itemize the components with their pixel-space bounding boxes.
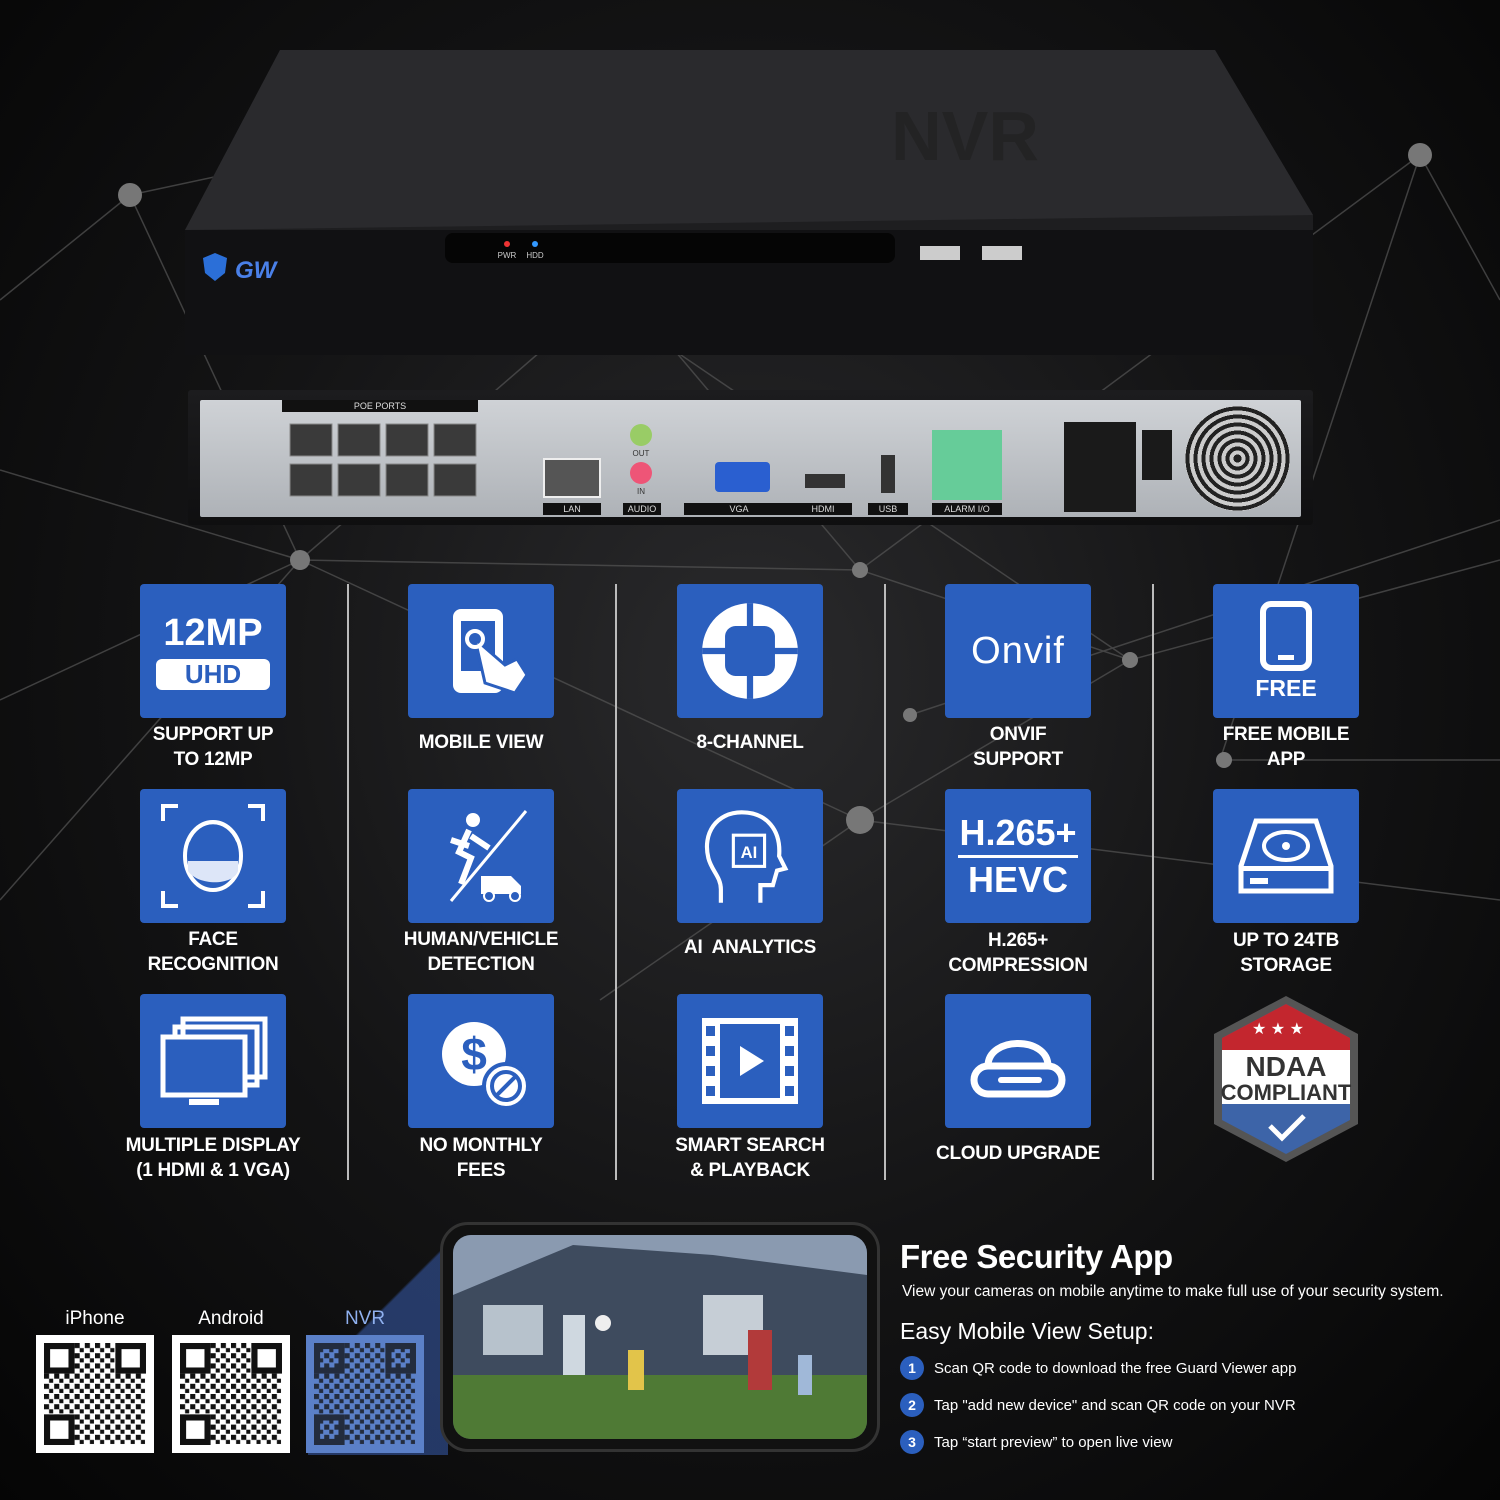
- svg-text:★ ★ ★: ★ ★ ★: [1252, 1021, 1304, 1038]
- hdd-label: HDD: [526, 251, 544, 260]
- alarm-io-label: ALARM I/O: [932, 503, 1002, 515]
- poe-ports-label: POE PORTS: [282, 400, 478, 412]
- qr-label-iphone: iPhone: [65, 1308, 125, 1329]
- svg-text:GW: GW: [235, 257, 279, 284]
- column-divider: [347, 584, 349, 1180]
- feature-tile-multiple-display: [140, 994, 286, 1128]
- qr-code-iphone: [36, 1335, 154, 1453]
- feature-tile-h265: H.265+ HEVC: [945, 789, 1091, 923]
- audio-in-jack: [630, 462, 652, 484]
- vga-port: [715, 462, 770, 492]
- column-divider: [615, 584, 617, 1180]
- human-vehicle-icon: [449, 810, 528, 902]
- lan-port: [543, 458, 601, 498]
- vga-label: VGA: [684, 503, 794, 515]
- onvif-logo: Onvif: [971, 629, 1065, 672]
- hdmi-label: HDMI: [794, 503, 852, 515]
- 8-channel-icon: [702, 603, 798, 699]
- alarm-io-terminal: [932, 430, 1002, 500]
- app-subtitle: View your cameras on mobile anytime to m…: [902, 1283, 1444, 1300]
- cloud-icon: [970, 1040, 1066, 1098]
- fan-grill: [1185, 406, 1290, 511]
- uhd-badge: UHD: [156, 658, 270, 690]
- feature-tile-ai-analytics: AI: [677, 789, 823, 923]
- feature-tile-storage: [1213, 789, 1359, 923]
- feature-label: CLOUD UPGRADE: [936, 1143, 1100, 1164]
- h265-text: H.265+: [959, 811, 1077, 853]
- qr-code-nvr: [306, 1335, 424, 1453]
- feature-tile-cloud: [945, 994, 1091, 1128]
- ndaa-badge-icon: ★ ★ ★ NDAA COMPLIANT: [1214, 996, 1358, 1162]
- feature-tile-onvif: Onvif: [945, 584, 1091, 718]
- qr-label-android: Android: [198, 1308, 264, 1329]
- svg-text:NVR: NVR: [891, 97, 1039, 175]
- face-recognition-icon: [161, 804, 265, 908]
- feature-tile-free-app: FREE: [1213, 584, 1359, 718]
- audio-out-label: OUT: [632, 449, 650, 458]
- audio-in-label: IN: [637, 487, 645, 496]
- column-divider: [884, 584, 886, 1180]
- feature-label: 8-CHANNEL: [696, 732, 804, 753]
- column-divider: [1152, 584, 1154, 1180]
- film-play-icon: [702, 1018, 798, 1104]
- feature-tile-face-recognition: [140, 789, 286, 923]
- feature-label: MULTIPLE DISPLAY(1 HDMI & 1 VGA): [125, 1135, 301, 1181]
- hard-drive-icon: [1238, 818, 1334, 894]
- app-title: Free Security App: [900, 1238, 1173, 1275]
- ai-head-icon: AI: [704, 810, 789, 903]
- qr-code-android: [172, 1335, 290, 1453]
- feature-tile-human-vehicle: [408, 789, 554, 923]
- live-view-photo: [453, 1235, 867, 1439]
- qr-label-nvr: NVR: [344, 1308, 386, 1329]
- audio-out-jack: [630, 424, 652, 446]
- feature-label: MOBILE VIEW: [418, 732, 544, 753]
- nvr-rear-panel: POE PORTS LAN OUT IN AUDIO VGA HDMI USB …: [188, 390, 1313, 525]
- power-inlet: [1064, 422, 1136, 512]
- power-switch: [1142, 430, 1172, 480]
- hevc-text: HEVC: [967, 858, 1069, 900]
- poe-ports: [289, 423, 477, 497]
- phone-icon: [1260, 600, 1312, 671]
- phone-preview: [440, 1222, 880, 1452]
- feature-tile-8-channel: [677, 584, 823, 718]
- feature-tile-12mp: 12MP UHD: [140, 584, 286, 718]
- free-text: FREE: [1255, 674, 1317, 701]
- svg-text:NDAA: NDAA: [1246, 1051, 1327, 1082]
- feature-tile-smart-search: [677, 994, 823, 1128]
- svg-text:AI: AI: [741, 843, 758, 862]
- hdmi-port: [805, 474, 845, 488]
- usb-label: USB: [868, 503, 908, 515]
- feature-label: AI ANALYTICS: [684, 937, 816, 958]
- mobile-touch-icon: [453, 609, 529, 695]
- nvr-front-image: PWR HDD NVR GW: [185, 50, 1313, 355]
- feature-tile-mobile-view: [408, 584, 554, 718]
- pwr-label: PWR: [498, 251, 517, 260]
- feature-tile-no-monthly-fees: $: [408, 994, 554, 1128]
- feature-label: H.265+COMPRESSION: [948, 930, 1088, 976]
- svg-text:COMPLIANT: COMPLIANT: [1221, 1080, 1352, 1105]
- usb-port: [881, 455, 895, 493]
- 12mp-text: 12MP: [163, 611, 263, 654]
- audio-label: AUDIO: [623, 503, 661, 515]
- lan-label: LAN: [543, 503, 601, 515]
- feature-label: SMART SEARCH& PLAYBACK: [675, 1135, 825, 1181]
- no-fee-icon: $: [442, 1022, 530, 1110]
- multiple-display-icon: [160, 1016, 268, 1105]
- svg-text:$: $: [461, 1028, 487, 1080]
- setup-title: Easy Mobile View Setup:: [900, 1318, 1154, 1344]
